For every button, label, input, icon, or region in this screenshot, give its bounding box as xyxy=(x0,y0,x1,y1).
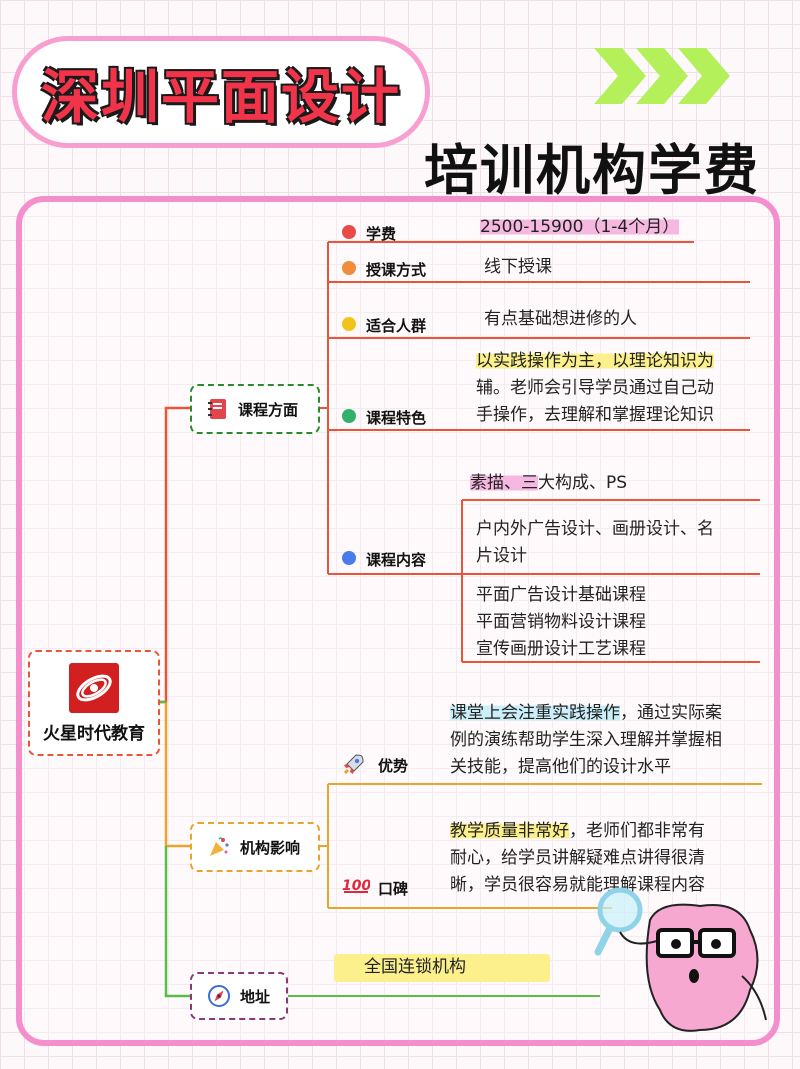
content-item-3-line-1: 平面广告设计基础课程 xyxy=(476,585,646,605)
reputation-line-1-rest: ，老师们都非常有 xyxy=(569,821,705,841)
chevron-arrows-icon xyxy=(594,48,730,104)
address-highlight-bar xyxy=(334,954,550,982)
feature-line-3: 手操作，去理解和掌握理论知识 xyxy=(476,405,714,425)
leaf-feature-label: 课程特色 xyxy=(366,409,427,427)
rocket-icon xyxy=(342,752,366,780)
content-item-2: 户内外广告设计、画册设计、名 片设计 xyxy=(476,516,714,570)
reputation-line-2: 耐心，给学员讲解疑难点讲得很清 xyxy=(450,848,705,868)
content-item-1-rest: 大构成、PS xyxy=(538,473,628,493)
orange-dot-icon xyxy=(342,261,356,275)
leaf-audience-label: 适合人群 xyxy=(366,317,427,335)
reputation-highlight: 教学质量非常好 xyxy=(450,821,569,841)
leaf-advantage-label: 优势 xyxy=(378,757,409,775)
leaf-reputation-label: 口碑 xyxy=(378,880,409,898)
title-banner: 深圳平面设计 xyxy=(12,36,430,148)
notebook-icon xyxy=(208,398,228,420)
root-node: 火星时代教育 xyxy=(28,650,160,756)
advantage-line-1-rest: ，通过实际案 xyxy=(620,703,722,723)
leaf-advantage-text: 课堂上会注重实践操作，通过实际案 例的演练帮助学生深入理解并掌握相 关技能，提高… xyxy=(450,700,722,781)
content-item-2-line-1: 户内外广告设计、画册设计、名 xyxy=(476,519,714,539)
mascot-magnifier-icon xyxy=(594,887,767,1032)
leaf-content-label: 课程内容 xyxy=(366,551,427,569)
category-address[interactable]: 地址 xyxy=(190,972,288,1020)
feature-line-1: 以实践操作为主，以理论知识为 xyxy=(476,351,714,371)
content-item-3: 平面广告设计基础课程 平面营销物料设计课程 宣传画册设计工艺课程 xyxy=(476,582,646,663)
brand-logo-icon xyxy=(69,662,119,713)
red-dot-icon xyxy=(342,225,356,239)
hundred-points-icon: 100 xyxy=(342,876,371,898)
compass-icon xyxy=(208,985,230,1007)
feature-line-2: 辅。老师会引导学员通过自己动 xyxy=(476,378,714,398)
content-item-3-line-3: 宣传画册设计工艺课程 xyxy=(476,639,646,659)
advantage-line-2: 例的演练帮助学生深入理解并掌握相 xyxy=(450,730,722,750)
leaf-fee-value: 2500-15900（1-4个月） xyxy=(480,217,680,237)
advantage-line-3: 关技能，提高他们的设计水平 xyxy=(450,757,671,777)
category-course-label: 课程方面 xyxy=(238,400,299,419)
blue-dot-icon xyxy=(342,551,356,565)
leaf-audience-value: 有点基础想进修的人 xyxy=(484,309,637,329)
yellow-dot-icon xyxy=(342,317,356,331)
category-influence-label: 机构影响 xyxy=(240,838,301,857)
leaf-fee-label: 学费 xyxy=(366,225,397,243)
content-item-1: 素描、三大构成、PS xyxy=(470,470,627,497)
category-course[interactable]: 课程方面 xyxy=(190,384,320,434)
party-popper-icon xyxy=(208,836,230,858)
content-item-2-line-2: 片设计 xyxy=(476,546,527,566)
page-subtitle: 培训机构学费 xyxy=(424,139,760,202)
address-value: 全国连锁机构 xyxy=(364,957,466,977)
page-title: 深圳平面设计 xyxy=(40,63,401,131)
leaf-reputation-text: 教学质量非常好，老师们都非常有 耐心，给学员讲解疑难点讲得很清 晰，学员很容易就… xyxy=(450,818,705,899)
leaf-mode-label: 授课方式 xyxy=(366,261,427,279)
category-influence[interactable]: 机构影响 xyxy=(190,822,320,872)
green-dot-icon xyxy=(342,409,356,423)
advantage-highlight: 课堂上会注重实践操作 xyxy=(450,703,620,723)
reputation-line-3: 晰，学员很容易就能理解课程内容 xyxy=(450,875,705,895)
leaf-feature-text: 以实践操作为主，以理论知识为 辅。老师会引导学员通过自己动 手操作，去理解和掌握… xyxy=(476,348,714,429)
content-item-3-line-2: 平面营销物料设计课程 xyxy=(476,612,646,632)
content-item-1-highlight: 素描、三 xyxy=(470,473,538,493)
leaf-mode-value: 线下授课 xyxy=(484,257,552,277)
category-address-label: 地址 xyxy=(240,987,271,1006)
svg-text:100: 100 xyxy=(342,878,370,894)
root-name: 火星时代教育 xyxy=(43,723,145,744)
